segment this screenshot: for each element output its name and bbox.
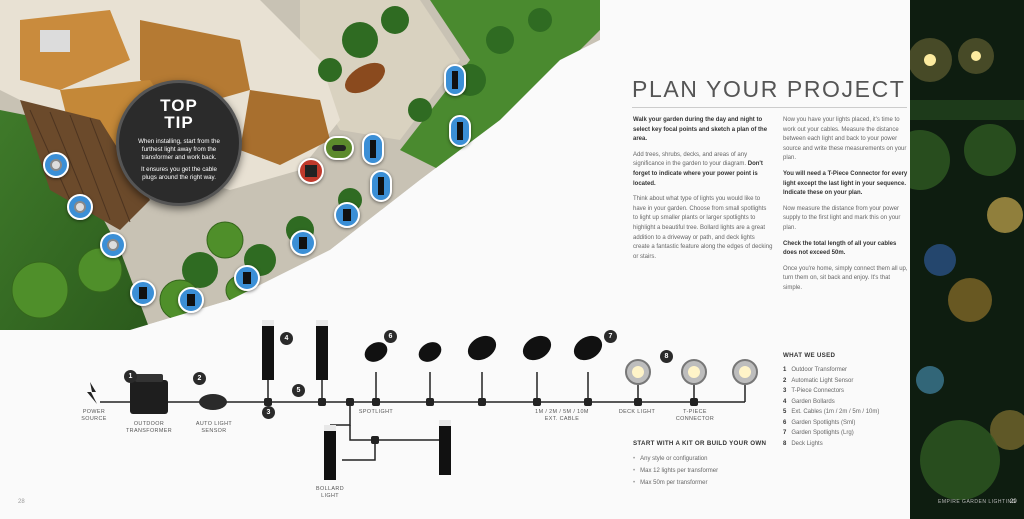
bollard-label: BOLLARD LIGHT [316,486,344,499]
spotlight-large-icon [573,335,603,361]
spotlight-small-icon [418,342,442,362]
page-number-left: 28 [18,499,25,505]
what-we-used-heading: WHAT WE USED [783,352,836,359]
step-number: 8 [660,350,673,363]
brand-footer: EMPIRE GARDEN LIGHTING [938,499,1016,505]
night-garden-scene [910,0,1024,519]
deck-light-label: DECK LIGHT [618,409,656,415]
step-number: 5 [292,384,305,397]
wiring-lines [87,320,758,480]
step-number: 1 [124,370,137,383]
cable-label: 1M / 2M / 5M / 10M EXT. CABLE [535,409,589,422]
cables-emphasis: Check the total length of all your cable… [783,240,897,257]
transformer-icon [130,380,168,414]
page-title: PLAN YOUR PROJECT [632,76,906,102]
step-number: 2 [193,372,206,385]
intro-emphasis: Don't forget to indicate where your powe… [633,161,763,187]
spotlight-marker [334,202,360,228]
start-kit-list: Any style or configuration Max 12 lights… [633,453,718,489]
title-divider [632,107,907,108]
garden-plan-illustration: TOP TIP When installing, start from the … [0,0,600,360]
cables-paragraph: Now you have your lights placed, it's ti… [783,117,907,162]
power-plug-icon [87,382,97,404]
deck-light-marker [67,194,93,220]
intro-paragraph: Think about what type of lights you woul… [633,196,773,260]
deck-light-marker [100,232,126,258]
top-tip-badge: TOP TIP When installing, start from the … [116,80,242,206]
bollard-marker [444,64,466,96]
sensor-label: AUTO LIGHT SENSOR [195,421,233,434]
cables-paragraph: Once you're home, simply connect them al… [783,265,908,291]
cables-paragraph: Now measure the distance from your power… [783,205,901,231]
night-garden-photo [910,0,1024,519]
tip-text-2: It ensures you get the cable plugs aroun… [140,166,218,181]
list-item: Any style or configuration [633,453,718,465]
intro-lead: Walk your garden during the day and nigh… [633,117,768,143]
bollard-icon [324,425,336,480]
tip-heading-1: TOP [160,96,198,115]
bollard-icon [316,320,328,380]
tip-text-1: When installing, start from the furthest… [138,138,220,161]
sensor-marker [324,136,354,160]
transformer-marker [298,158,324,184]
intro-paragraph: Add trees, shrubs, decks, and areas of a… [633,151,748,168]
spotlight-large-icon [522,335,552,361]
transformer-label: OUTDOOR TRANSFORMER [125,421,173,434]
spotlight-marker [234,265,260,291]
deck-light-marker [43,152,69,178]
bollard-icon [262,320,274,380]
tpiece-label: T-PIECE CONNECTOR [675,409,715,422]
step-number: 3 [262,406,275,419]
cables-column: Now you have your lights placed, it's ti… [783,116,908,300]
wiring-diagram: 1 2 3 4 5 6 7 8 POWER SOURCE OUTDOOR TRA… [0,300,800,519]
spotlight-small-icon [364,342,388,362]
spotlight-label: SPOTLIGHT [358,409,394,415]
spotlight-marker [130,280,156,306]
tip-heading-2: TIP [164,113,194,132]
spotlight-marker [290,230,316,256]
spotlight-marker [178,287,204,313]
step-number: 7 [604,330,617,343]
step-number: 6 [384,330,397,343]
page-number-right: 29 [1010,499,1017,505]
list-item: Max 12 lights per transformer [633,465,718,477]
power-source-label: POWER SOURCE [81,409,107,422]
intro-column: Walk your garden during the day and nigh… [633,116,773,268]
cables-emphasis: You will need a T-Piece Connector for ev… [783,170,908,197]
spotlight-large-icon [467,335,497,361]
step-number: 4 [280,332,293,345]
sensor-icon [199,394,227,410]
bollard-marker [362,133,384,165]
start-kit-heading: START WITH A KIT OR BUILD YOUR OWN [633,440,767,447]
bollard-marker [449,115,471,147]
list-item: Max 50m per transformer [633,477,718,489]
bollard-icon [439,420,451,475]
bollard-marker [370,170,392,202]
